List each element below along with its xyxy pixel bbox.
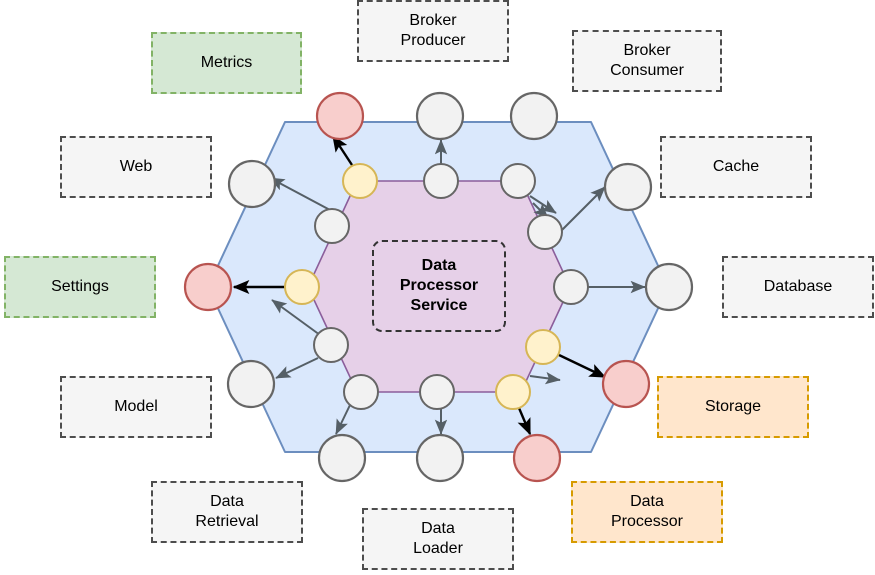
adapter-label-data-processor[interactable]: Data Processor [571,481,723,543]
connector-arrow [271,299,321,336]
port-node-in-ne[interactable] [500,163,536,199]
highlighted-connector-arrow [517,407,532,436]
port-node-out-bot-red[interactable] [512,433,562,483]
connector-edges-normal [269,139,646,435]
port-node-in-nw-yellow[interactable] [342,163,378,199]
highlighted-connector-arrow [331,134,354,166]
adapter-label-settings[interactable]: Settings [4,256,156,318]
port-node-out-bot-mid[interactable] [415,433,465,483]
adapter-label-broker-consumer[interactable]: Broker Consumer [572,30,722,92]
port-node-in-wsw[interactable] [313,327,349,363]
port-node-in-n[interactable] [423,163,459,199]
port-node-out-bot-left[interactable] [317,433,367,483]
port-node-out-sw[interactable] [226,359,276,409]
adapter-label-metrics[interactable]: Metrics [151,32,302,94]
adapter-label-web[interactable]: Web [60,136,212,198]
connector-arrow [529,371,561,385]
port-node-in-w-yellow[interactable] [284,269,320,305]
port-node-out-top-red[interactable] [315,91,365,141]
port-node-in-se-yellow[interactable] [495,374,531,410]
center-service-label: Data Processor Service [372,240,506,332]
highlighted-connector-arrow [558,353,607,379]
port-node-in-s[interactable] [419,374,455,410]
port-node-out-ne[interactable] [603,162,653,212]
connector-arrow [269,177,331,211]
port-node-out-top-mid[interactable] [415,91,465,141]
port-node-out-top-right[interactable] [509,91,559,141]
port-node-out-nw[interactable] [227,159,277,209]
connector-arrow [335,404,351,435]
port-node-in-ese-yellow[interactable] [525,329,561,365]
outer-ring-nodes [183,91,694,483]
adapter-label-database[interactable]: Database [722,256,874,318]
port-node-in-ene[interactable] [527,214,563,250]
inner-ring-nodes [284,163,589,410]
connector-edges-highlight [232,134,607,436]
port-node-out-e[interactable] [644,262,694,312]
port-node-out-w-red[interactable] [183,262,233,312]
port-node-out-se-red[interactable] [601,359,651,409]
adapter-label-data-retrieval[interactable]: Data Retrieval [151,481,303,543]
connector-arrow [559,186,606,233]
adapter-label-broker-producer[interactable]: Broker Producer [357,0,509,62]
adapter-label-data-loader[interactable]: Data Loader [362,508,514,570]
port-node-in-sw[interactable] [343,374,379,410]
port-node-in-wnw[interactable] [314,208,350,244]
adapter-label-storage[interactable]: Storage [657,376,809,438]
adapter-label-model[interactable]: Model [60,376,212,438]
connector-arrow [275,357,319,379]
port-node-in-e[interactable] [553,269,589,305]
adapter-label-cache[interactable]: Cache [660,136,812,198]
